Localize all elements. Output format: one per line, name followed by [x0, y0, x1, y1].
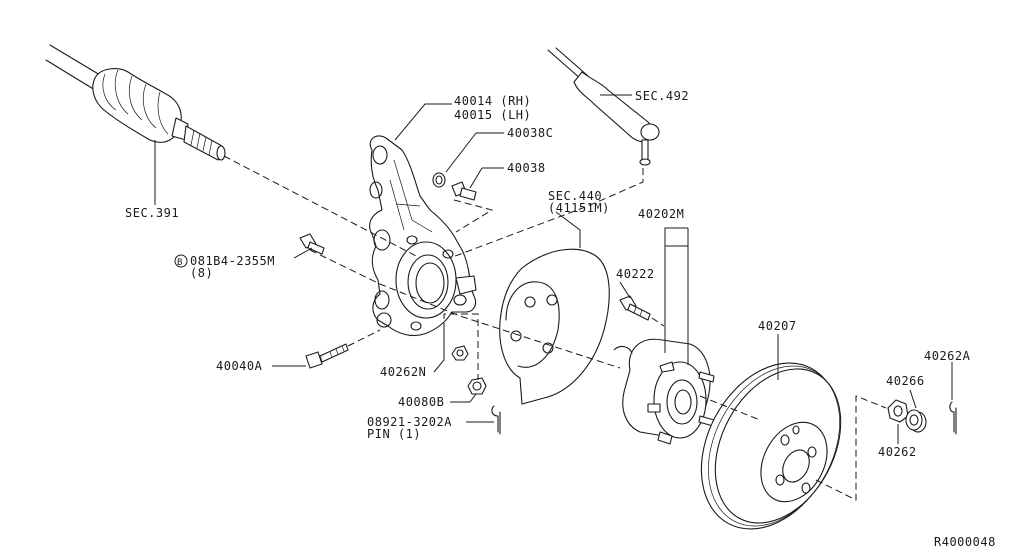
sec-391-label: SEC.391	[125, 206, 179, 220]
steering-knuckle	[369, 135, 477, 337]
bolt-code-label: 081B4-2355M	[190, 254, 275, 268]
bolt-40040a	[305, 343, 349, 369]
part-40207-label: 40207	[758, 319, 797, 333]
bolt-prefix-b-icon	[174, 254, 188, 268]
sec-440-sub-label: (41151M)	[548, 201, 610, 215]
bolt-081b4-2355m	[299, 233, 325, 255]
sec-440-label: SEC.440	[548, 189, 602, 203]
part-40222-label: 40222	[616, 267, 655, 281]
part-40038c-label: 40038C	[507, 126, 553, 140]
bolt-40038	[451, 181, 477, 201]
part-40262-label: 40262	[878, 445, 917, 459]
part-40080b-label: 40080B	[398, 395, 444, 409]
assembly-guide-lines	[223, 155, 887, 501]
bolt-prefix-label: B	[177, 258, 183, 268]
tie-rod-end	[547, 47, 660, 166]
pin-code-label: 08921-3202A	[367, 415, 452, 429]
knuckle-rh-label: 40014 (RH)	[454, 94, 531, 108]
brake-rotor	[700, 362, 842, 530]
nut-cap-40266	[905, 409, 927, 433]
part-40202m-label: 40202M	[638, 207, 684, 221]
drive-shaft	[45, 44, 226, 161]
hub-bolt-40222	[619, 295, 651, 321]
part-40262n-label: 40262N	[380, 365, 426, 379]
part-40040a-label: 40040A	[216, 359, 263, 373]
knuckle-lh-label: 40015 (LH)	[454, 108, 531, 122]
nut-40080b	[467, 377, 487, 395]
nut-40262n	[451, 345, 469, 361]
cotter-pin	[491, 405, 501, 435]
cotter-pin-40262a	[949, 401, 957, 435]
hub-bearing-assembly	[613, 338, 715, 445]
part-40262a-label: 40262A	[924, 349, 971, 363]
sec-492-label: SEC.492	[635, 89, 689, 103]
part-40266-label: 40266	[886, 374, 925, 388]
pin-qty-label: PIN (1)	[367, 427, 421, 441]
part-40038-label: 40038	[507, 161, 546, 175]
diagram-id: R4000048	[934, 535, 996, 549]
bolt-qty-label: (8)	[190, 266, 213, 280]
axle-nut-40262	[887, 399, 909, 423]
bushing-40038c	[432, 172, 446, 188]
dust-shield	[499, 248, 610, 405]
